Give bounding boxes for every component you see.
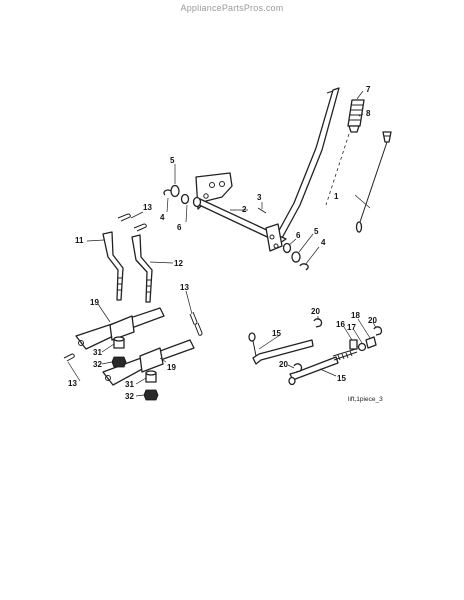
lift-shaft xyxy=(192,196,287,252)
rod-15-upper xyxy=(248,332,314,365)
release-rod xyxy=(355,131,392,233)
callout-17: 17 xyxy=(347,323,356,332)
nut-32-upper xyxy=(111,356,127,368)
clip-20-right xyxy=(373,326,383,336)
callout-31-upper: 31 xyxy=(93,348,102,357)
lever-grip-spring xyxy=(347,99,365,133)
callout-13-top: 13 xyxy=(143,203,152,212)
callout-19-upper: 19 xyxy=(90,298,99,307)
spacer-31-upper xyxy=(113,336,125,349)
callout-2: 2 xyxy=(242,205,247,214)
nut-32-lower xyxy=(143,389,159,401)
callout-1: 1 xyxy=(334,192,339,201)
callout-4-left: 4 xyxy=(160,213,165,222)
hairpin-13-b xyxy=(133,223,147,232)
callout-3: 3 xyxy=(257,193,262,202)
callout-4-right: 4 xyxy=(321,238,326,247)
leader-lines xyxy=(67,90,377,397)
callout-19-lower: 19 xyxy=(167,363,176,372)
part-18-bracket xyxy=(365,336,377,349)
callout-13-left: 13 xyxy=(68,379,77,388)
callout-18: 18 xyxy=(351,311,360,320)
callout-15-lower: 15 xyxy=(337,374,346,383)
assembly-line xyxy=(325,133,350,206)
lift-lever xyxy=(275,87,340,239)
clip-4-right xyxy=(299,263,309,271)
callout-6-right: 6 xyxy=(296,231,301,240)
callout-12: 12 xyxy=(174,259,183,268)
callout-20-right: 20 xyxy=(368,316,377,325)
mounting-plate xyxy=(195,172,233,210)
hairpin-13-d xyxy=(194,322,203,336)
callout-13-right: 13 xyxy=(180,283,189,292)
callout-20-top: 20 xyxy=(311,307,320,316)
callout-32-upper: 32 xyxy=(93,360,102,369)
callout-6-left: 6 xyxy=(177,223,182,232)
clevis-pin xyxy=(257,207,267,214)
figure-reference: lift,1piece_3 xyxy=(348,396,383,403)
hairpin-13-a xyxy=(117,213,131,222)
hairpin-13-c xyxy=(189,311,198,325)
lift-arm-19-upper xyxy=(75,307,165,350)
callout-16: 16 xyxy=(336,320,345,329)
callout-5-right: 5 xyxy=(314,227,319,236)
hairpin-13-e xyxy=(63,353,75,362)
part-17-washer xyxy=(357,342,367,352)
washer-6-right xyxy=(282,242,292,254)
callout-31-lower: 31 xyxy=(125,380,134,389)
bushing-5-left xyxy=(170,184,180,198)
clip-20-top xyxy=(313,318,323,328)
callout-20-bottom: 20 xyxy=(279,360,288,369)
lift-link-12 xyxy=(131,234,153,303)
clip-20-bottom xyxy=(293,363,303,373)
bushing-5-right xyxy=(291,251,301,263)
watermark: AppliancePartsPros.com xyxy=(180,3,284,13)
callout-7: 7 xyxy=(366,85,371,94)
callout-8: 8 xyxy=(366,109,371,118)
lift-arm-19-lower xyxy=(102,339,195,386)
lift-link-11 xyxy=(102,231,124,301)
clip-4-left xyxy=(163,189,172,196)
part-16-block xyxy=(349,339,358,350)
callout-15-upper: 15 xyxy=(272,329,281,338)
callout-11: 11 xyxy=(75,236,84,245)
callout-32-lower: 32 xyxy=(125,392,134,401)
callout-5-left: 5 xyxy=(170,156,175,165)
washer-6-left xyxy=(180,193,190,205)
spacer-31-lower xyxy=(145,370,157,383)
